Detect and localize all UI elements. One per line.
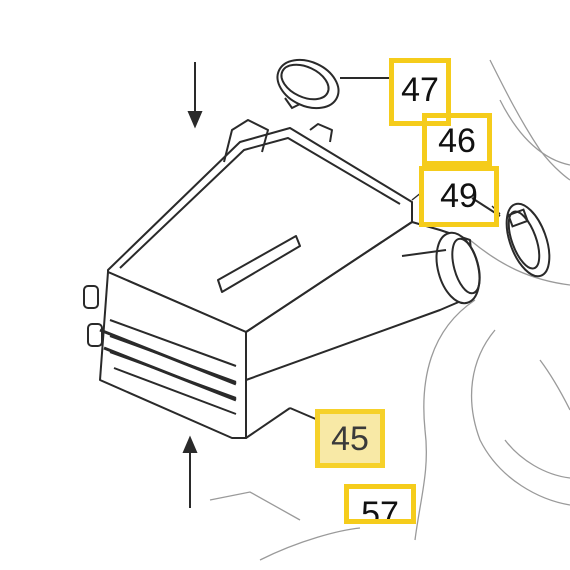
background-body-outline (209, 59, 570, 561)
bottom-up-arrow (182, 435, 198, 508)
callout-45: 45 (315, 409, 385, 468)
callout-45-label: 45 (331, 419, 369, 458)
callout-57-label: 57 (361, 495, 399, 524)
callout-49-label: 49 (440, 177, 478, 215)
top-down-arrow (187, 62, 203, 129)
callout-57: 57 (344, 484, 416, 524)
callout-46: 46 (422, 113, 492, 166)
callout-47: 47 (389, 58, 451, 126)
air-box-assembly-45 (83, 119, 481, 439)
callout-49: 49 (419, 166, 499, 227)
hose-clamp-47 (276, 58, 392, 110)
callout-46-label: 46 (438, 122, 476, 160)
callout-47-label: 47 (401, 71, 439, 109)
